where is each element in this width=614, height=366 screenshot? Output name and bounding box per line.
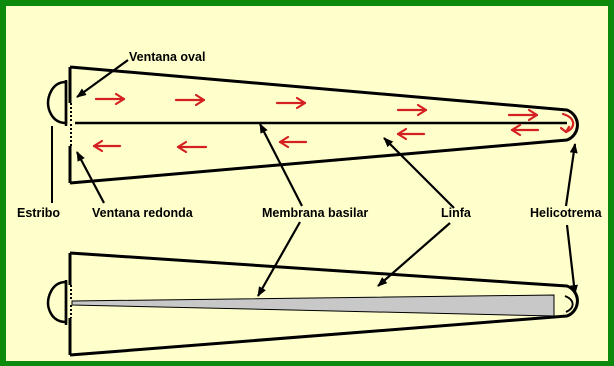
flow-arrow-left-2 (396, 127, 426, 141)
top-cochlea-outline (69, 65, 579, 185)
arrow-round-window (76, 151, 105, 204)
arrow-lymph-bottom (377, 222, 451, 287)
bottom-cochlea (68, 251, 579, 357)
top-cochlea (68, 65, 579, 185)
flow-arrow-right-3 (275, 96, 307, 110)
label-round-window: Ventana redonda (92, 206, 194, 220)
helicotrema-bottom-curl (564, 295, 574, 313)
bottom-cochlea-outline (69, 251, 579, 357)
leader-arrows (76, 59, 578, 297)
flow-arrow-left-3 (278, 135, 308, 149)
stapes-top-dome (46, 80, 68, 125)
arrow-lymph-top (383, 137, 455, 209)
lymph-flow-arrows (92, 92, 575, 154)
stapes-bottom-dome (46, 280, 68, 324)
arrow-membrane-top (259, 123, 303, 207)
flow-arrow-left-1 (510, 123, 540, 137)
label-stapes: Estribo (17, 206, 60, 220)
arrow-membrane-bottom (257, 221, 301, 297)
stapes-bottom (46, 280, 68, 325)
label-basilar-membrane: Membrana basilar (262, 206, 368, 220)
arrow-oval-window (76, 59, 129, 98)
flow-arrow-turn (559, 112, 575, 134)
flow-arrow-right-1 (94, 92, 126, 106)
label-helicotrema: Helicotrema (530, 206, 603, 220)
bottom-basilar-membrane (71, 294, 555, 317)
label-lymph: Linfa (441, 206, 472, 220)
arrow-helicotrema-top (564, 143, 578, 207)
flow-arrow-left-5 (92, 139, 122, 153)
stapes-top (46, 80, 68, 126)
flow-arrow-right-2 (174, 93, 206, 107)
flow-arrow-right-5 (507, 108, 539, 122)
arrow-helicotrema-bottom (565, 224, 578, 295)
flow-arrow-left-4 (176, 140, 208, 154)
flow-arrow-right-4 (396, 103, 428, 117)
label-oval-window: Ventana oval (129, 50, 205, 64)
